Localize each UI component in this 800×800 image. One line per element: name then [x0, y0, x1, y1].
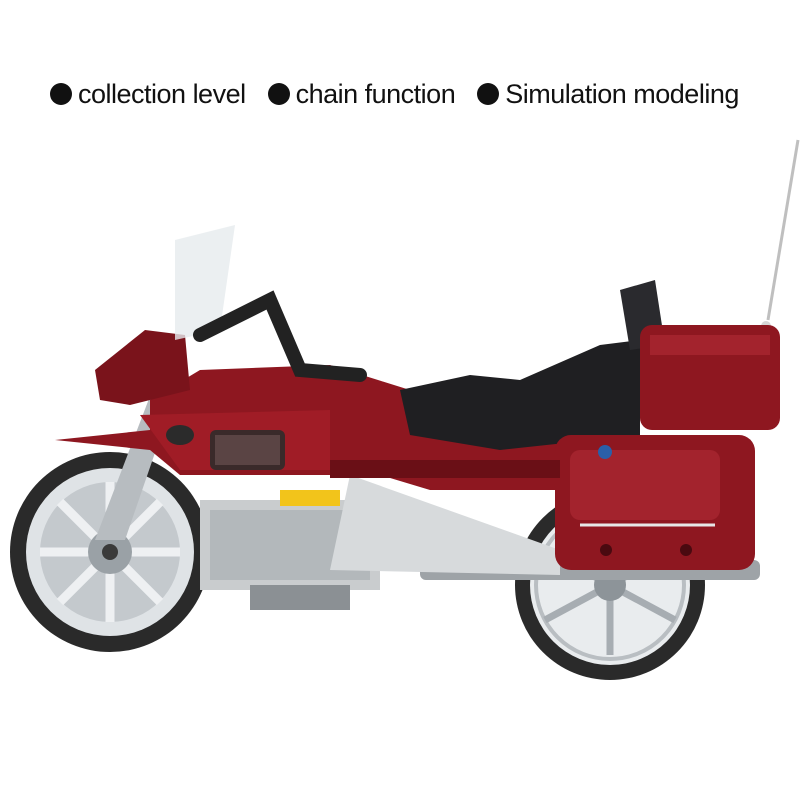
antenna-icon	[766, 139, 800, 321]
frame-strip-icon	[330, 460, 560, 478]
bullet-dot-icon	[477, 83, 500, 105]
handlebar-icon	[193, 290, 367, 382]
saddlebag-icon	[555, 435, 755, 570]
windshield-icon	[175, 225, 235, 340]
feature-item: Simulation modeling	[477, 79, 739, 110]
bullet-dot-icon	[267, 83, 290, 105]
motorcycle-illustration	[10, 139, 800, 680]
product-image	[0, 130, 800, 690]
feature-label: chain function	[295, 78, 456, 109]
feature-label: Simulation modeling	[505, 78, 739, 109]
top-case-icon	[640, 325, 780, 430]
body-fairing-icon	[55, 330, 560, 490]
bullet-dot-icon	[50, 83, 72, 105]
feature-item: chain function	[267, 78, 456, 110]
feature-label: collection level	[78, 78, 246, 109]
front-wheel-icon	[10, 452, 210, 652]
seat-icon	[400, 340, 640, 450]
feature-item: collection level	[50, 79, 246, 110]
feature-bar: collection level chain function Simulati…	[50, 74, 790, 114]
engine-icon	[200, 475, 560, 610]
